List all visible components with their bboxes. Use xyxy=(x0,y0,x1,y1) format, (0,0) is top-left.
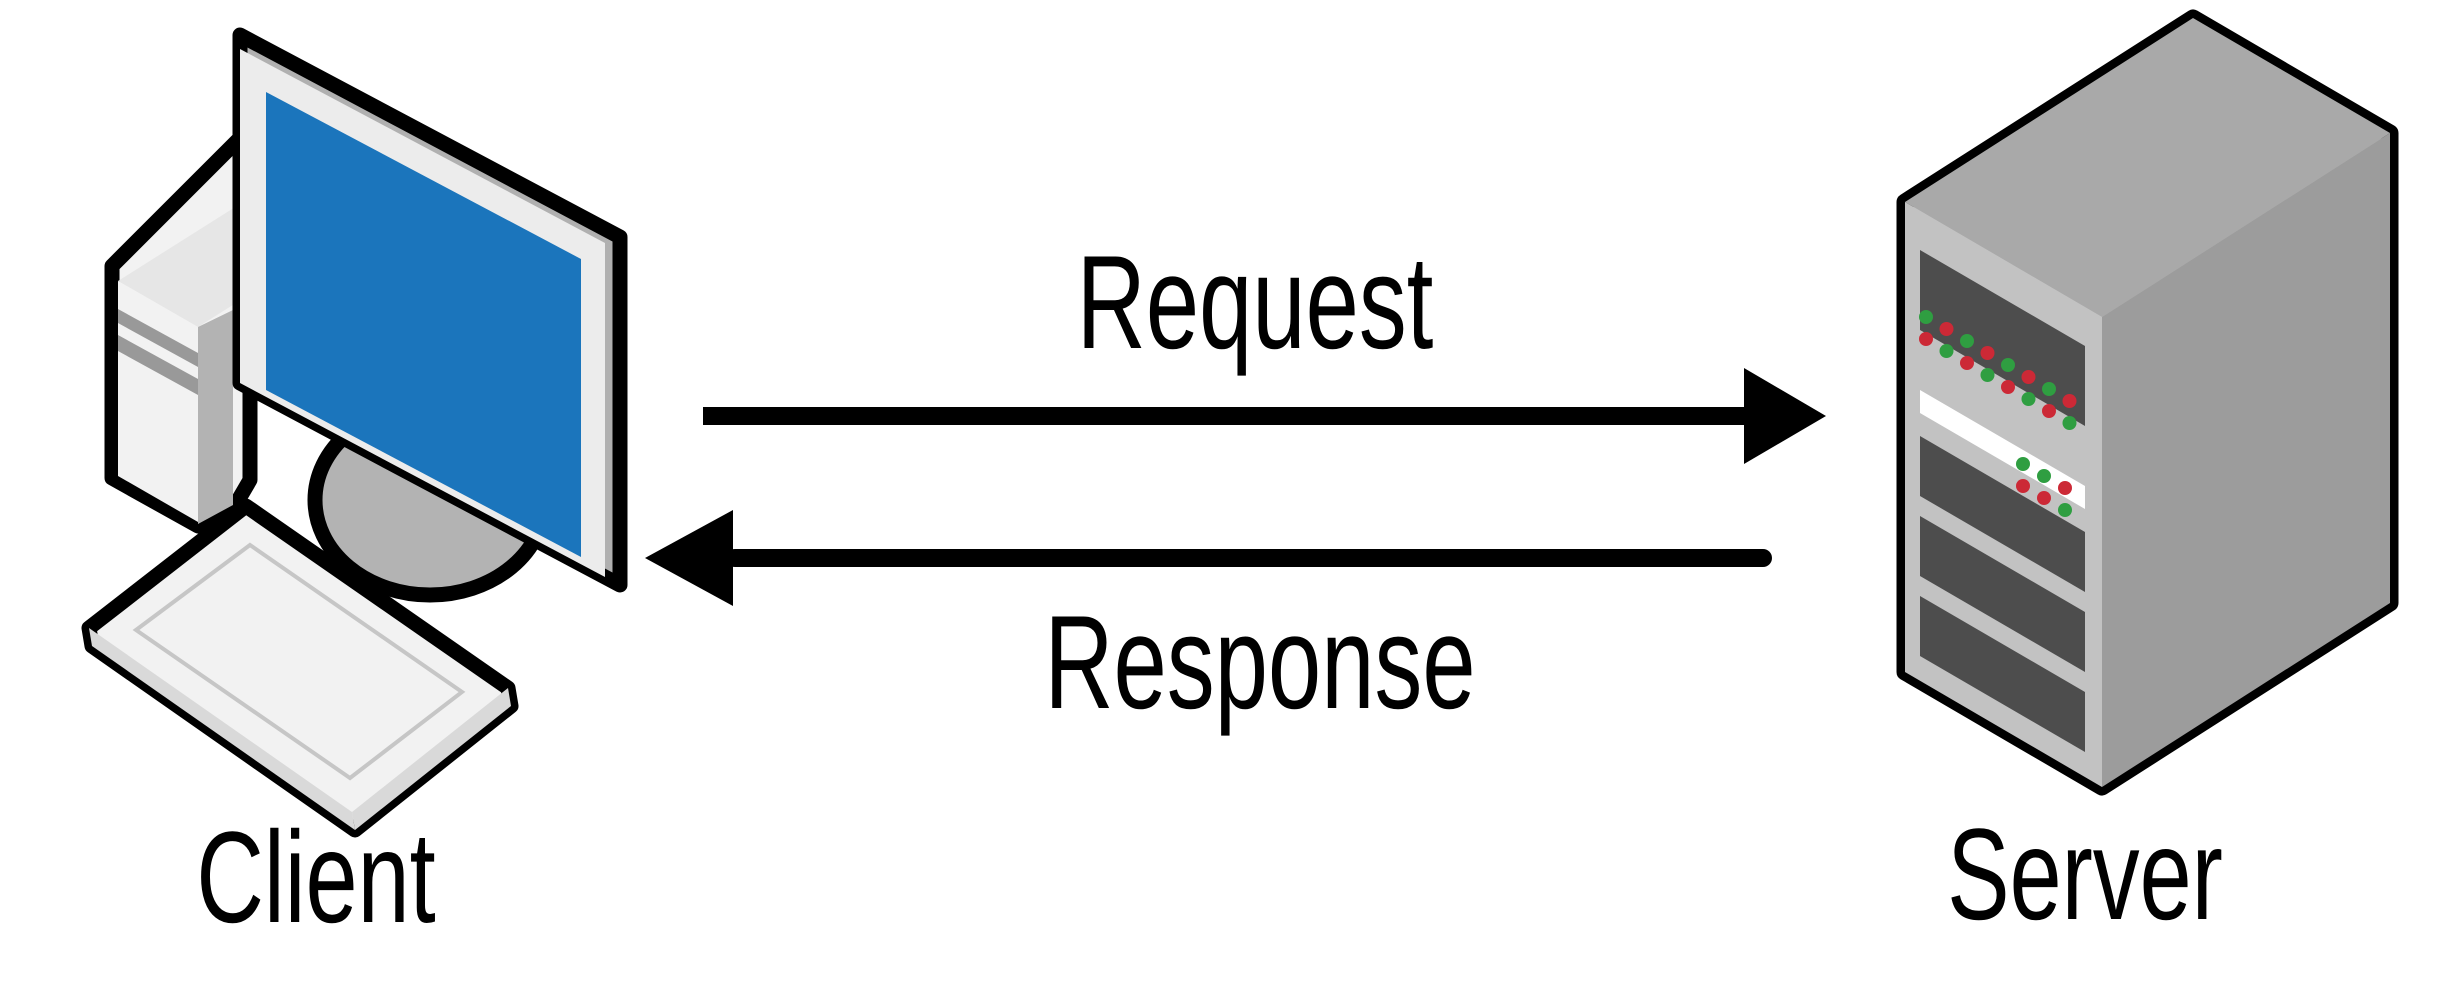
tower-drive-slot xyxy=(118,309,198,367)
server-led-red xyxy=(2062,394,2077,408)
server-led-green xyxy=(2001,358,2015,372)
request-arrow-icon xyxy=(703,368,1826,464)
server-led-green xyxy=(2016,457,2030,471)
server-led-cluster xyxy=(2016,457,2072,517)
server-led-red xyxy=(2016,479,2030,493)
server-led-red xyxy=(1919,332,1933,346)
monitor-screen xyxy=(266,92,581,557)
server-led-green xyxy=(1939,344,1954,358)
server-tower-icon xyxy=(1896,9,2399,796)
server-led-red xyxy=(2021,370,2036,384)
server-led-red xyxy=(1960,356,1974,370)
server-led-red xyxy=(2058,481,2072,495)
server-slot xyxy=(1920,516,2085,672)
client-label: Client xyxy=(196,804,436,950)
server-led-red xyxy=(1980,346,1995,360)
server-led-green xyxy=(1980,368,1995,382)
keyboard-key-area xyxy=(132,542,466,781)
response-label: Response xyxy=(1044,589,1476,737)
keyboard-icon xyxy=(81,498,519,838)
tower-front-face xyxy=(118,281,198,522)
server-top-face xyxy=(1905,18,2390,317)
request-label: Request xyxy=(1076,229,1434,377)
tower-side-face xyxy=(198,310,233,524)
server-label: Server xyxy=(1947,801,2223,947)
server-slot xyxy=(1920,250,2085,426)
server-led-green xyxy=(2062,416,2077,430)
monitor-icon xyxy=(232,27,628,593)
server-led-green xyxy=(2058,503,2072,517)
server-led-green xyxy=(2021,392,2036,406)
server-led-red xyxy=(2001,380,2015,394)
client-computer-icon xyxy=(81,27,628,838)
request-arrow-head xyxy=(1744,368,1826,464)
response-arrow-head xyxy=(645,510,733,606)
keyboard-edge xyxy=(352,688,511,830)
server-led-green xyxy=(2037,469,2051,483)
server-led-red xyxy=(1939,322,1954,336)
server-led-green xyxy=(1960,334,1974,348)
server-led-red xyxy=(2042,404,2056,418)
server-side-face xyxy=(2102,133,2390,787)
server-slot xyxy=(1920,436,2085,592)
server-led-green xyxy=(2042,382,2056,396)
tower-drive-slot xyxy=(118,335,198,395)
server-led-rows xyxy=(1919,310,2077,430)
server-slot xyxy=(1920,596,2085,752)
response-arrow-icon xyxy=(645,510,1772,606)
server-led-red xyxy=(2037,491,2051,505)
server-led-green xyxy=(1919,310,1933,324)
keyboard-edge xyxy=(89,628,355,830)
